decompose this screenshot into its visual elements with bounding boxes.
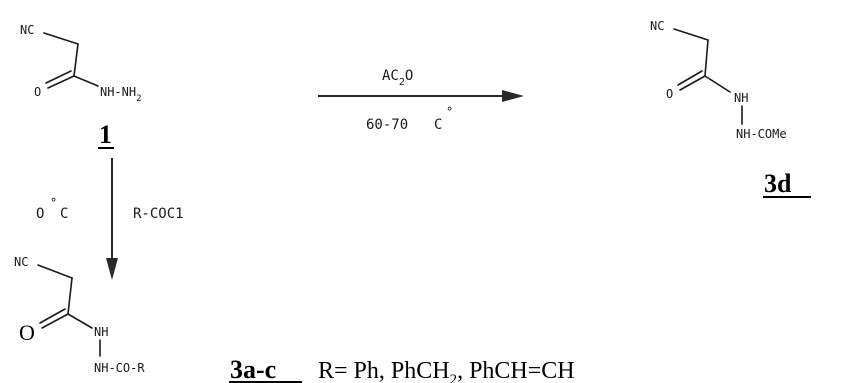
compound-3ac-bond-nc xyxy=(37,264,73,279)
substituent-prefix: R= Ph, PhCH xyxy=(318,358,450,383)
compound-1-bond-cn xyxy=(73,75,99,87)
condition-temperature: 60-70 xyxy=(366,117,408,133)
compound-3ac-bond-ch2 xyxy=(67,277,73,315)
reaction-arrow-right: AC2O 60-70 C ° xyxy=(318,68,524,133)
reagent-ac-text: AC xyxy=(382,68,399,84)
compound-3d: NC O NH NH-COMe 3d xyxy=(650,19,811,198)
reagent-ac2o: AC2O xyxy=(382,68,413,88)
compound-1-label: 1 xyxy=(99,120,112,149)
compound-3d-nc: NC xyxy=(650,19,664,33)
condition-degree: ° xyxy=(446,105,453,119)
compound-3d-bond-cn xyxy=(704,75,731,93)
compound-3ac-bond-co-b xyxy=(39,308,66,324)
compound-3d-o: O xyxy=(666,87,673,101)
compound-1-nh-nh-text: NH-NH xyxy=(100,85,136,99)
reaction-arrow-down: O ° C R-COC1 xyxy=(36,158,184,280)
compound-3d-bond-ch2 xyxy=(704,39,709,77)
compound-3d-nh: NH xyxy=(734,91,748,105)
compound-1-nh-nh2: NH-NH2 xyxy=(100,85,142,104)
compound-3d-bond-co-a xyxy=(679,75,706,91)
compound-1-nh2-subscript: 2 xyxy=(136,94,141,104)
reagent-r-cocl: R-COC1 xyxy=(133,206,184,222)
compound-1: NC O NH-NH2 1 xyxy=(20,23,142,149)
compound-3ac-label: 3a-c xyxy=(230,355,276,383)
compound-3ac-nh-co-r: NH-CO-R xyxy=(94,361,145,375)
compound-3ac-bond-cn xyxy=(67,313,93,329)
compound-1-bond-co-a xyxy=(47,75,75,89)
compound-3ac-o: O xyxy=(19,320,35,345)
compound-3ac-nc: NC xyxy=(14,255,28,269)
compound-1-bond-ch2 xyxy=(73,43,79,77)
compound-3d-label: 3d xyxy=(764,169,792,198)
compound-1-bond-nc xyxy=(43,32,79,45)
compound-1-o: O xyxy=(34,85,41,99)
substituent-subscript: 2 xyxy=(450,372,458,383)
compound-3d-bond-co-b xyxy=(677,70,703,86)
substituent-suffix: , PhCH=CH xyxy=(457,358,575,383)
reagent-ac-subscript: 2 xyxy=(399,77,405,88)
condition-down-temp: O xyxy=(36,206,44,222)
compound-3d-bond-nc xyxy=(673,28,709,41)
arrow-down-head xyxy=(106,258,118,280)
compound-3ac-nh: NH xyxy=(94,325,108,339)
compound-3ac-bond-co-a xyxy=(41,313,69,329)
compound-3a-c: NC O NH NH-CO-R 3a-c xyxy=(14,255,302,383)
reagent-o-text: O xyxy=(405,68,413,84)
compound-3d-nh-come: NH-COMe xyxy=(736,127,787,141)
substituent-list: R= Ph, PhCH2, PhCH=CH xyxy=(318,358,575,383)
arrow-right-head xyxy=(502,90,524,102)
condition-down-degree: ° xyxy=(50,196,57,210)
compound-1-bond-co-b xyxy=(45,70,72,84)
condition-unit: C xyxy=(434,117,442,133)
compound-1-nc: NC xyxy=(20,23,34,37)
condition-down-unit: C xyxy=(60,206,68,222)
